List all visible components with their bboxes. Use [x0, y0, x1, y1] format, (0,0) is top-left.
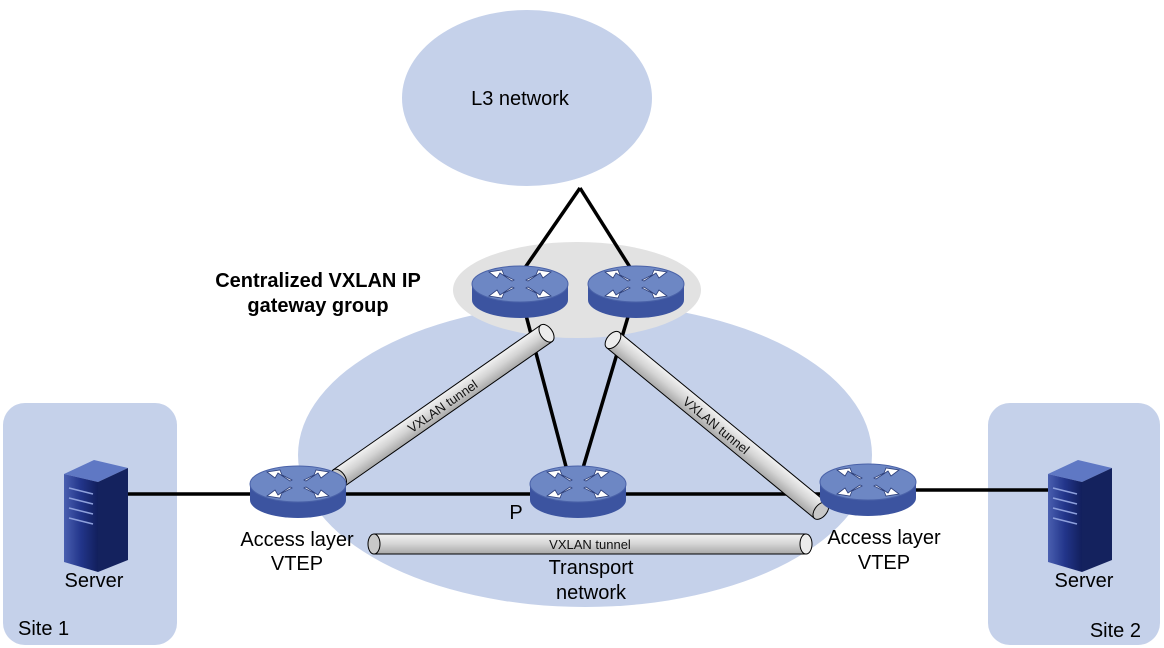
transport-network-label-line1: Transport [549, 557, 634, 579]
p-device-label: P [509, 502, 522, 524]
left-vtep-label-line2: VTEP [271, 553, 323, 575]
site2-label: Site 2 [1090, 620, 1141, 642]
site1-label: Site 1 [18, 618, 69, 640]
gateway-group-label-line2: gateway group [247, 295, 388, 317]
right-vtep-label-line1: Access layer [827, 527, 941, 549]
site1-server-icon [63, 459, 129, 573]
transport-network-cloud [298, 303, 872, 607]
link-gw1-p [520, 299, 571, 479]
link-gw2-p [578, 299, 635, 479]
site2-server-label: Server [1055, 570, 1114, 592]
site1-server-label: Server [65, 570, 124, 592]
link-l3-gw2 [578, 187, 635, 273]
l3-network-cloud [402, 10, 652, 186]
tunnel-bottom-label: VXLAN tunnel [549, 537, 631, 552]
link-l3-gw1 [520, 187, 582, 273]
l3-network-label: L3 network [471, 88, 570, 110]
transport-network-label-line2: network [556, 582, 627, 604]
gateway-router-1-icon [471, 265, 569, 319]
links [128, 187, 1048, 496]
right-vtep-router-icon [819, 463, 917, 517]
tunnel-bottom: VXLAN tunnel [367, 533, 813, 555]
gateway-router-2-icon [587, 265, 685, 319]
left-vtep-router-icon [249, 465, 347, 519]
gateway-group-label-line1: Centralized VXLAN IP [215, 270, 421, 292]
site2-server-icon [1047, 459, 1113, 573]
right-vtep-label-line2: VTEP [858, 552, 910, 574]
left-vtep-label-line1: Access layer [240, 529, 354, 551]
p-router-icon [529, 465, 627, 519]
